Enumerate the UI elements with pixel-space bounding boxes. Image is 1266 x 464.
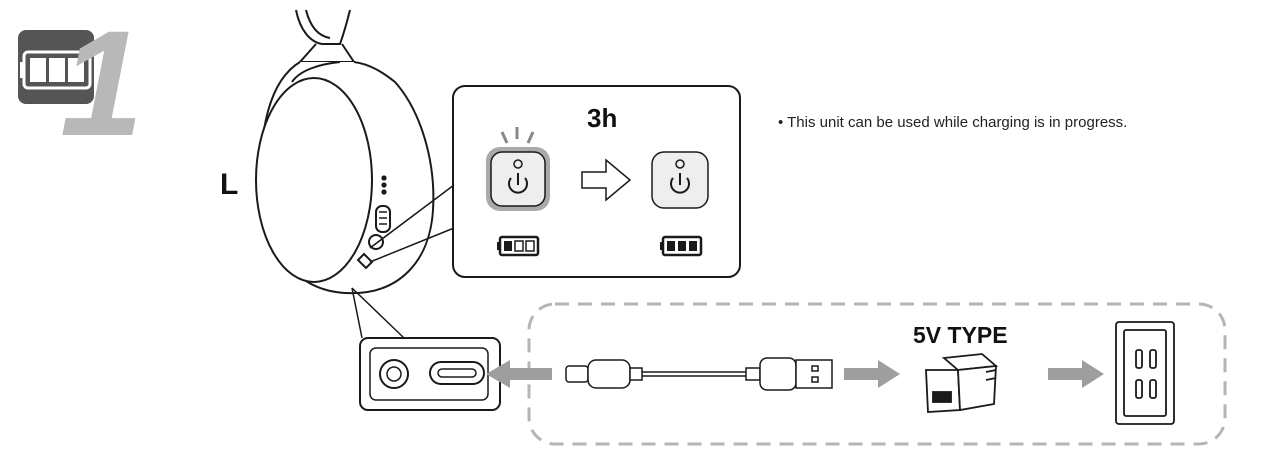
flow-arrow-right-icon-2 bbox=[1048, 360, 1104, 388]
audio-jack-icon bbox=[379, 359, 409, 389]
flow-arrow-left-icon bbox=[486, 360, 552, 388]
battery-charged-icon bbox=[660, 235, 703, 257]
usb-cable-icon bbox=[565, 357, 833, 391]
wall-outlet-icon bbox=[1115, 321, 1175, 425]
charging-note: • This unit can be used while charging i… bbox=[778, 114, 1128, 131]
battery-partial-icon bbox=[497, 235, 540, 257]
battery-full-icon bbox=[18, 30, 94, 104]
power-button-blinking-icon bbox=[486, 127, 550, 211]
headset-side-label: L bbox=[220, 168, 239, 201]
transition-arrow-icon bbox=[581, 158, 632, 202]
usb-adapter-icon bbox=[925, 353, 999, 413]
power-button-steady-icon bbox=[651, 151, 709, 209]
step-number: 1 bbox=[60, 0, 143, 167]
headset-left-earcup bbox=[255, 9, 435, 295]
usb-c-port-icon bbox=[429, 361, 485, 385]
port-detail-panel bbox=[359, 337, 501, 411]
flow-arrow-right-icon bbox=[844, 360, 900, 388]
adapter-type-label: 5V TYPE bbox=[913, 322, 1008, 348]
charging-duration-label: 3h bbox=[587, 103, 618, 133]
